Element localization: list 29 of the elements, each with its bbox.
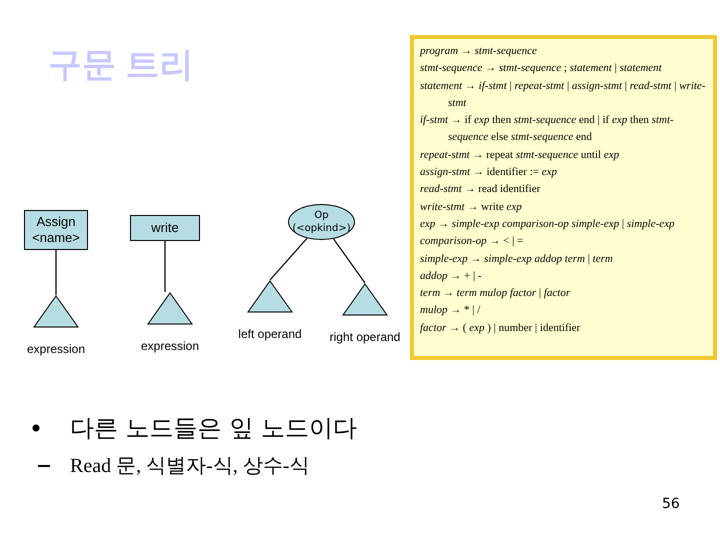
connector-line: [164, 241, 166, 292]
grammar-rule: assign-stmt → identifier := exp: [420, 165, 558, 180]
connector-line: [270, 238, 308, 280]
sub-bullet-text: Read 문, 식별자-식, 상수-식: [70, 454, 310, 479]
grammar-rule: simple-exp → simple-exp addop term | term: [420, 252, 614, 267]
grammar-rule: term → term mulop factor | factor: [420, 286, 572, 302]
triangle-node: [26, 295, 86, 356]
operator-ellipse: Op (<opkind>): [288, 204, 355, 240]
grammar-rule: comparison-op → < | =: [420, 234, 524, 250]
grammar-rule: addop → + | -: [420, 268, 483, 284]
page-number: 56: [662, 496, 680, 512]
bullet-text: 다른 노드들은 잎 노드이다: [70, 413, 357, 444]
grammar-rule: repeat-stmt → repeat stmt-sequence until exp: [420, 148, 620, 163]
node-caption: right operand: [330, 330, 400, 344]
grammar-rule: exp → simple-exp comparison-op simple-exp | simple-exp: [420, 216, 676, 232]
connector-line: [333, 238, 366, 284]
grammar-rule: factor → ( exp ) | number | identifier: [420, 320, 582, 336]
statement-box: write: [130, 215, 200, 241]
grammar-rule: program → stmt-sequence: [420, 44, 538, 59]
grammar-panel: [410, 35, 717, 360]
connector-line: [55, 250, 57, 295]
node-caption: expression: [26, 342, 86, 356]
grammar-rule: mulop → * | /: [420, 303, 482, 318]
grammar-rule: write-stmt → write exp: [420, 200, 523, 215]
node-caption: left operand: [238, 327, 302, 341]
grammar-rule: stmt-sequence → stmt-sequence ; statement | statement: [420, 61, 663, 76]
grammar-rule: read-stmt → read identifier: [420, 182, 542, 198]
node-caption: expression: [140, 339, 200, 353]
statement-box: Assign <name>: [24, 210, 88, 250]
